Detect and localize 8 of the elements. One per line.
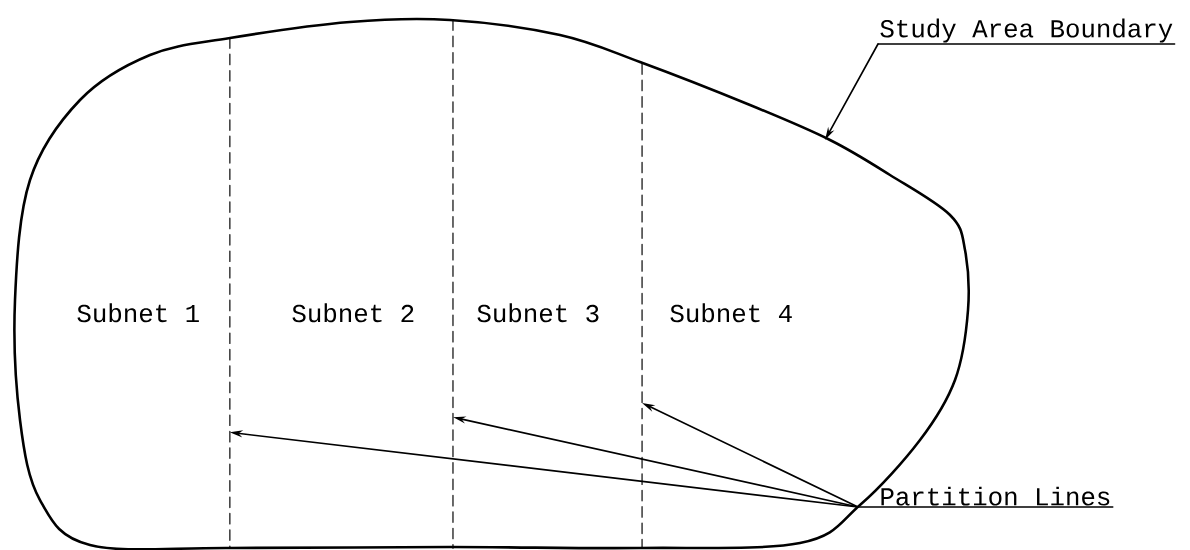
leader-text: Study Area Boundary [877, 18, 1176, 45]
region-label: Subnet 2 [292, 303, 414, 323]
region-label: Subnet 3 [477, 303, 599, 323]
partition-line [641, 63, 643, 549]
region-label: Subnet 1 [77, 303, 199, 323]
partition-line [229, 37, 231, 549]
region-label: Subnet 4 [670, 303, 792, 323]
leader-text: Partition Lines [857, 486, 1114, 508]
